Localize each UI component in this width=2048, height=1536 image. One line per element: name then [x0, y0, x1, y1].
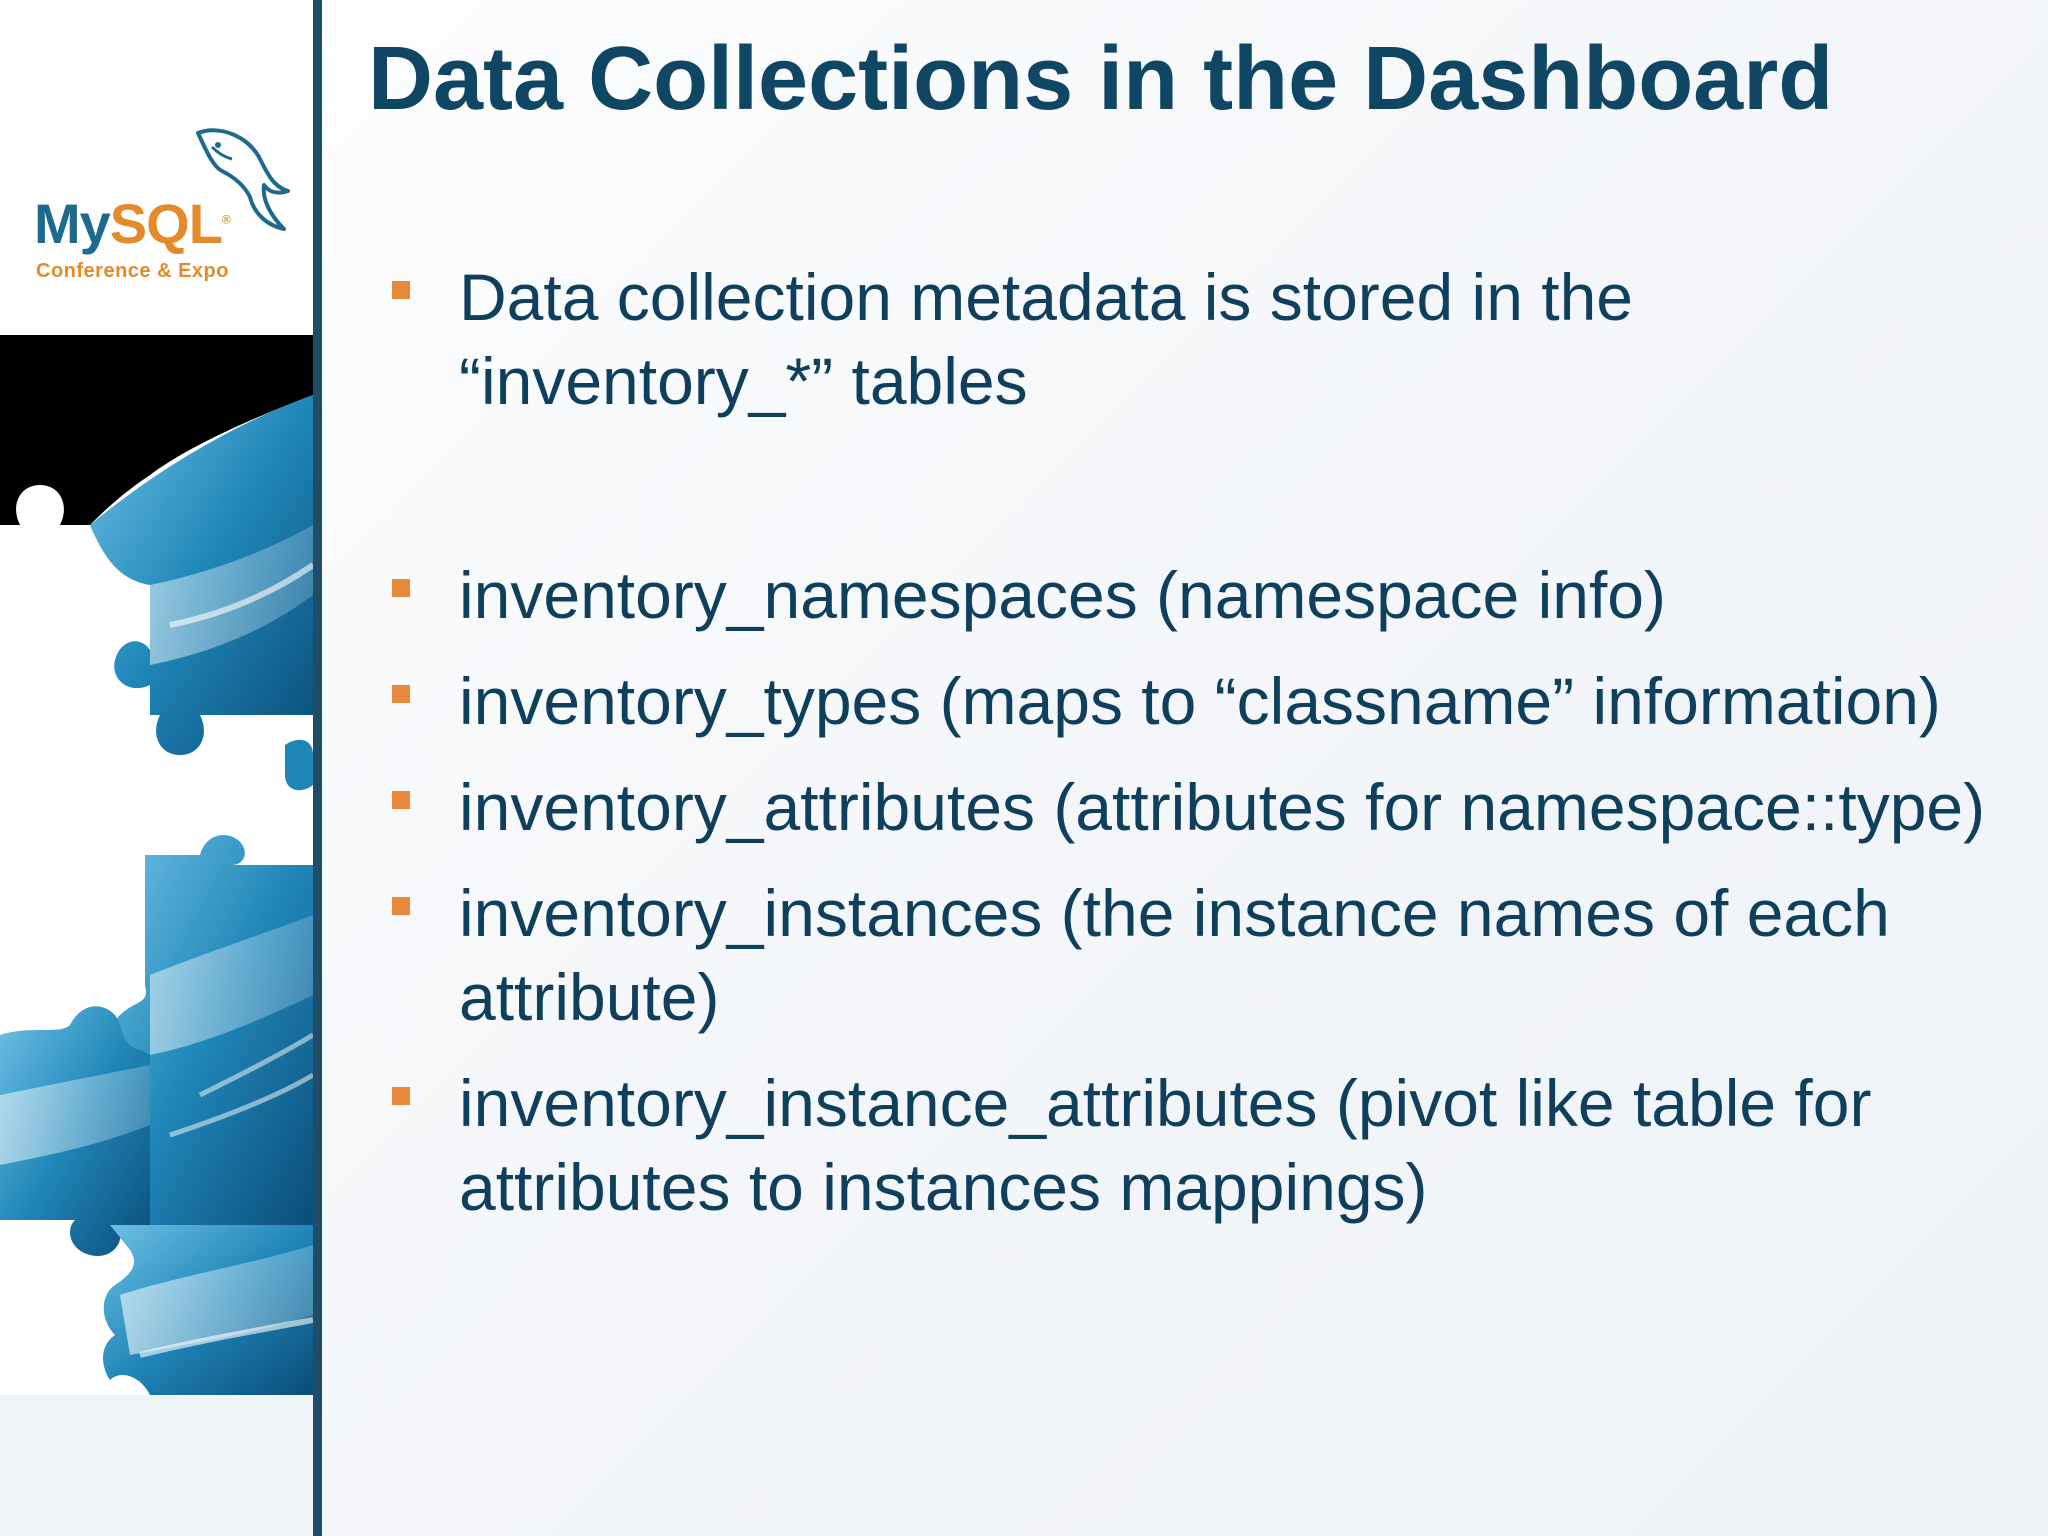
logo-wordmark: MySQL® [34, 196, 231, 252]
slide-title: Data Collections in the Dashboard [368, 29, 1834, 129]
bullet-text: inventory_namespaces (namespace info) [459, 558, 1666, 632]
bullet-marker [392, 897, 410, 915]
bullet-text: inventory_types (maps to “classname” inf… [459, 664, 1941, 738]
vertical-divider [313, 0, 322, 1536]
bullet-marker [392, 791, 410, 809]
bullet-item: inventory_instance_attributes (pivot lik… [385, 1061, 2025, 1229]
bullet-text: inventory_instances (the instance names … [459, 876, 1890, 1034]
bullet-item: inventory_attributes (attributes for nam… [385, 765, 2025, 849]
bullet-text: inventory_attributes (attributes for nam… [459, 770, 1986, 844]
logo-sql: SQL [109, 192, 223, 255]
bullet-marker [392, 685, 410, 703]
bullet-list: Data collection metadata is stored in th… [385, 255, 2025, 1229]
mysql-logo: MySQL® Conference & Expo [0, 0, 313, 335]
logo-subtitle: Conference & Expo [36, 260, 229, 282]
bullet-marker [392, 281, 410, 299]
logo-my: My [34, 192, 111, 255]
bullet-text: inventory_instance_attributes (pivot lik… [459, 1066, 1872, 1224]
bullet-item: inventory_types (maps to “classname” inf… [385, 659, 2025, 743]
bullet-item: inventory_instances (the instance names … [385, 871, 2025, 1039]
puzzle-earth-image [0, 335, 313, 1536]
bullet-item: inventory_namespaces (namespace info) [385, 553, 2025, 637]
bullet-item: Data collection metadata is stored in th… [385, 255, 2025, 423]
bullet-text: Data collection metadata is stored in th… [459, 260, 1633, 418]
bullet-marker [392, 579, 410, 597]
left-decorative-panel: MySQL® Conference & Expo [0, 0, 313, 1536]
dolphin-icon [196, 128, 290, 231]
bullet-marker [392, 1087, 410, 1105]
logo-registered: ® [221, 212, 231, 227]
